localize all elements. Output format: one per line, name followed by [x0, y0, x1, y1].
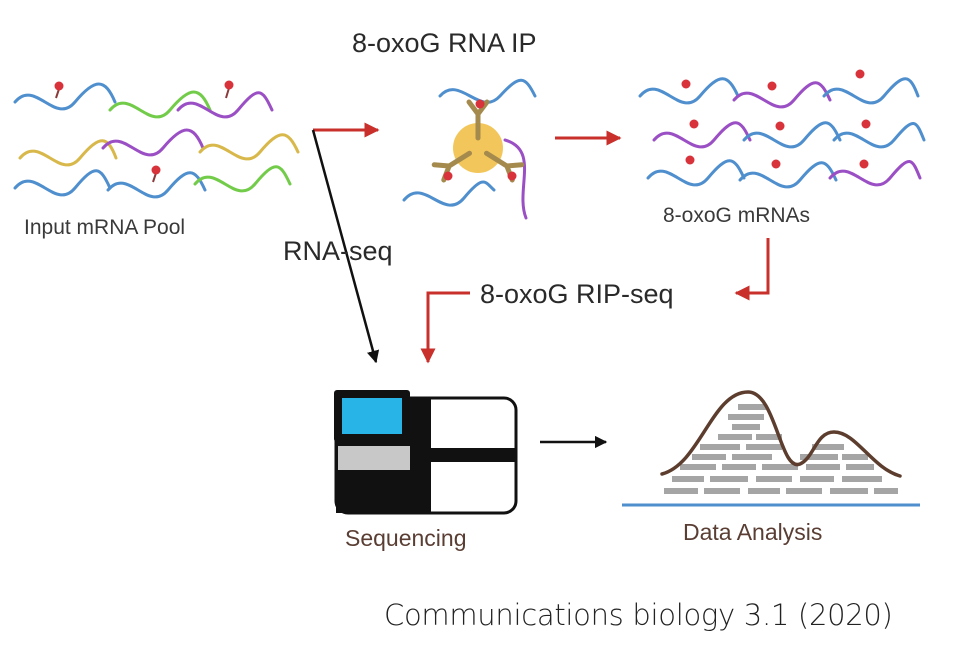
mrna-strand [13, 169, 112, 197]
mrna-strand [108, 90, 212, 119]
mapped-reads [664, 404, 898, 494]
oxog-mark [767, 81, 777, 91]
data-analysis-plot [622, 390, 920, 507]
density-curve [660, 390, 902, 478]
mrna-strand [738, 161, 838, 189]
sequencer-screen [342, 398, 402, 434]
input-pool-label: Input mRNA Pool [24, 216, 185, 239]
oxog-mark [681, 79, 691, 89]
sequencing-label: Sequencing [345, 525, 467, 551]
oxog-mrna-cluster [638, 69, 926, 189]
oxog-mark [443, 171, 453, 181]
mrna-strand [101, 128, 205, 157]
oxog-mark [861, 119, 871, 129]
mrna-strand [18, 139, 118, 167]
oxog-mark [151, 165, 161, 183]
oxog-mark [685, 155, 695, 165]
mrna-strand [732, 81, 832, 109]
rip-seq-label: 8-oxoG RIP-seq [480, 279, 674, 309]
ip-complex [402, 78, 537, 220]
oxog-mark [507, 171, 517, 181]
citation-text: Communications biology 3.1 (2020) [384, 598, 893, 632]
mrna-strand [106, 171, 207, 199]
oxog-mark [54, 81, 64, 99]
mrna-strand [646, 159, 746, 187]
mrna-strand [198, 133, 300, 161]
data-analysis-label: Data Analysis [683, 519, 822, 545]
mrna-strand [638, 77, 740, 105]
bead [453, 123, 503, 173]
rna-seq-arrow [311, 129, 380, 364]
mrna-strand [13, 82, 117, 111]
mrna-strand [652, 121, 752, 149]
oxog-mark [475, 99, 485, 109]
mrna-strand [832, 122, 926, 149]
rip-seq-arrow [420, 238, 770, 364]
sequencer-icon [334, 390, 518, 515]
ip-title: 8-oxoG RNA IP [352, 28, 537, 58]
mrna-strand [828, 160, 922, 187]
oxog-mark [859, 159, 869, 169]
mrna-strand [176, 91, 274, 119]
rna-seq-label: RNA-seq [283, 236, 393, 266]
oxog-mark [224, 80, 234, 99]
mrna-strand [822, 77, 920, 105]
input-mrna-pool [13, 80, 300, 199]
mrna-strand [742, 121, 842, 149]
oxog-mark [771, 159, 781, 169]
oxog-mrnas-label: 8-oxoG mRNAs [663, 204, 810, 227]
oxog-mark [689, 119, 699, 129]
oxog-mark [855, 69, 865, 79]
oxog-mark [775, 121, 785, 131]
mrna-strand [193, 165, 292, 193]
